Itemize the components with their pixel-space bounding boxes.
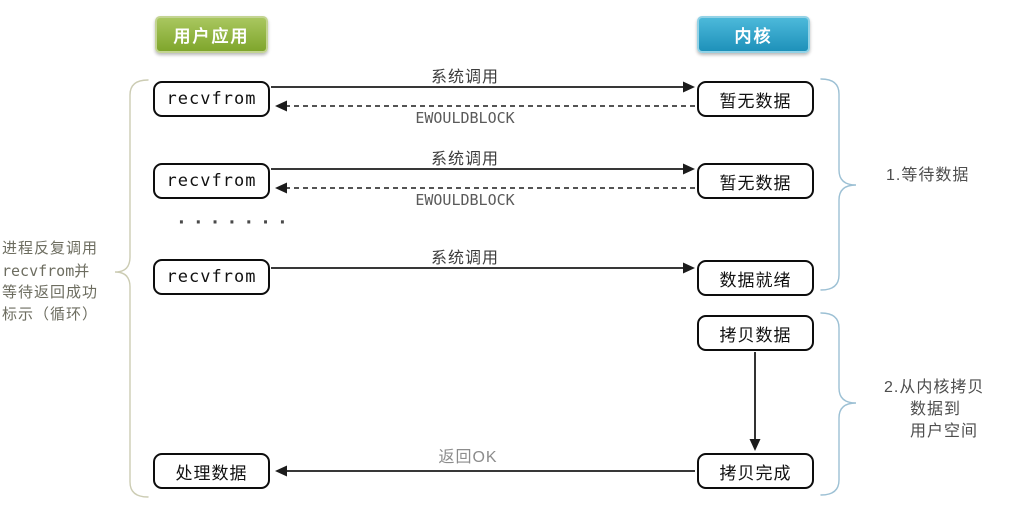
left-loop-note-line-1: 进程反复调用: [2, 240, 99, 257]
copy-kernel-note-line-1: 2.从内核拷贝: [884, 379, 985, 396]
node-recvfrom-1: recvfrom: [153, 81, 270, 117]
node-no-data-2: 暂无数据: [697, 163, 814, 199]
copy-arrowhead: [749, 439, 761, 451]
node-process-data: 处理数据: [153, 453, 270, 489]
syscall-label-2: 系统调用: [430, 151, 499, 168]
syscall-arrowhead-1: [683, 81, 695, 93]
return-ok-label: 返回OK: [438, 449, 498, 466]
ewouldblock-arrowhead-2: [275, 182, 287, 194]
node-data-ready: 数据就绪: [697, 260, 814, 296]
node-copy-data: 拷贝数据: [697, 315, 814, 351]
right-brace-wait: [820, 78, 857, 291]
wait-data-note: 1.等待数据: [886, 167, 970, 184]
left-loop-brace: [114, 79, 149, 498]
left-loop-note: 进程反复调用 recvfrom并 等待返回成功 标示（循环）: [2, 238, 144, 326]
right-brace-copy: [820, 312, 857, 496]
left-loop-note-line-3: 等待返回成功: [2, 284, 99, 301]
copy-kernel-note: 2.从内核拷贝 数据到 用户空间: [884, 377, 984, 443]
user-app-header: 用户应用: [155, 16, 268, 53]
syscall-arrowhead-2: [683, 163, 695, 175]
syscall-arrowhead-3: [683, 262, 695, 274]
copy-kernel-note-line-2: 数据到: [910, 401, 962, 418]
kernel-header: 内核: [697, 16, 810, 53]
repeat-dots: ·······: [176, 212, 294, 233]
copy-kernel-note-line-3: 用户空间: [910, 423, 979, 440]
return-ok-arrowhead: [275, 465, 287, 477]
left-loop-note-line-4: 标示（循环）: [2, 306, 99, 323]
ewouldblock-label-2: EWOULDBLOCK: [415, 191, 515, 209]
node-recvfrom-3: recvfrom: [153, 259, 270, 295]
node-no-data-1: 暂无数据: [697, 81, 814, 117]
ewouldblock-arrowhead-1: [275, 100, 287, 112]
node-copy-done: 拷贝完成: [697, 453, 814, 489]
syscall-label-3: 系统调用: [430, 250, 499, 267]
left-loop-note-line-2: recvfrom并: [2, 262, 90, 280]
syscall-label-1: 系统调用: [430, 69, 499, 86]
ewouldblock-label-1: EWOULDBLOCK: [415, 109, 515, 127]
node-recvfrom-2: recvfrom: [153, 163, 270, 199]
